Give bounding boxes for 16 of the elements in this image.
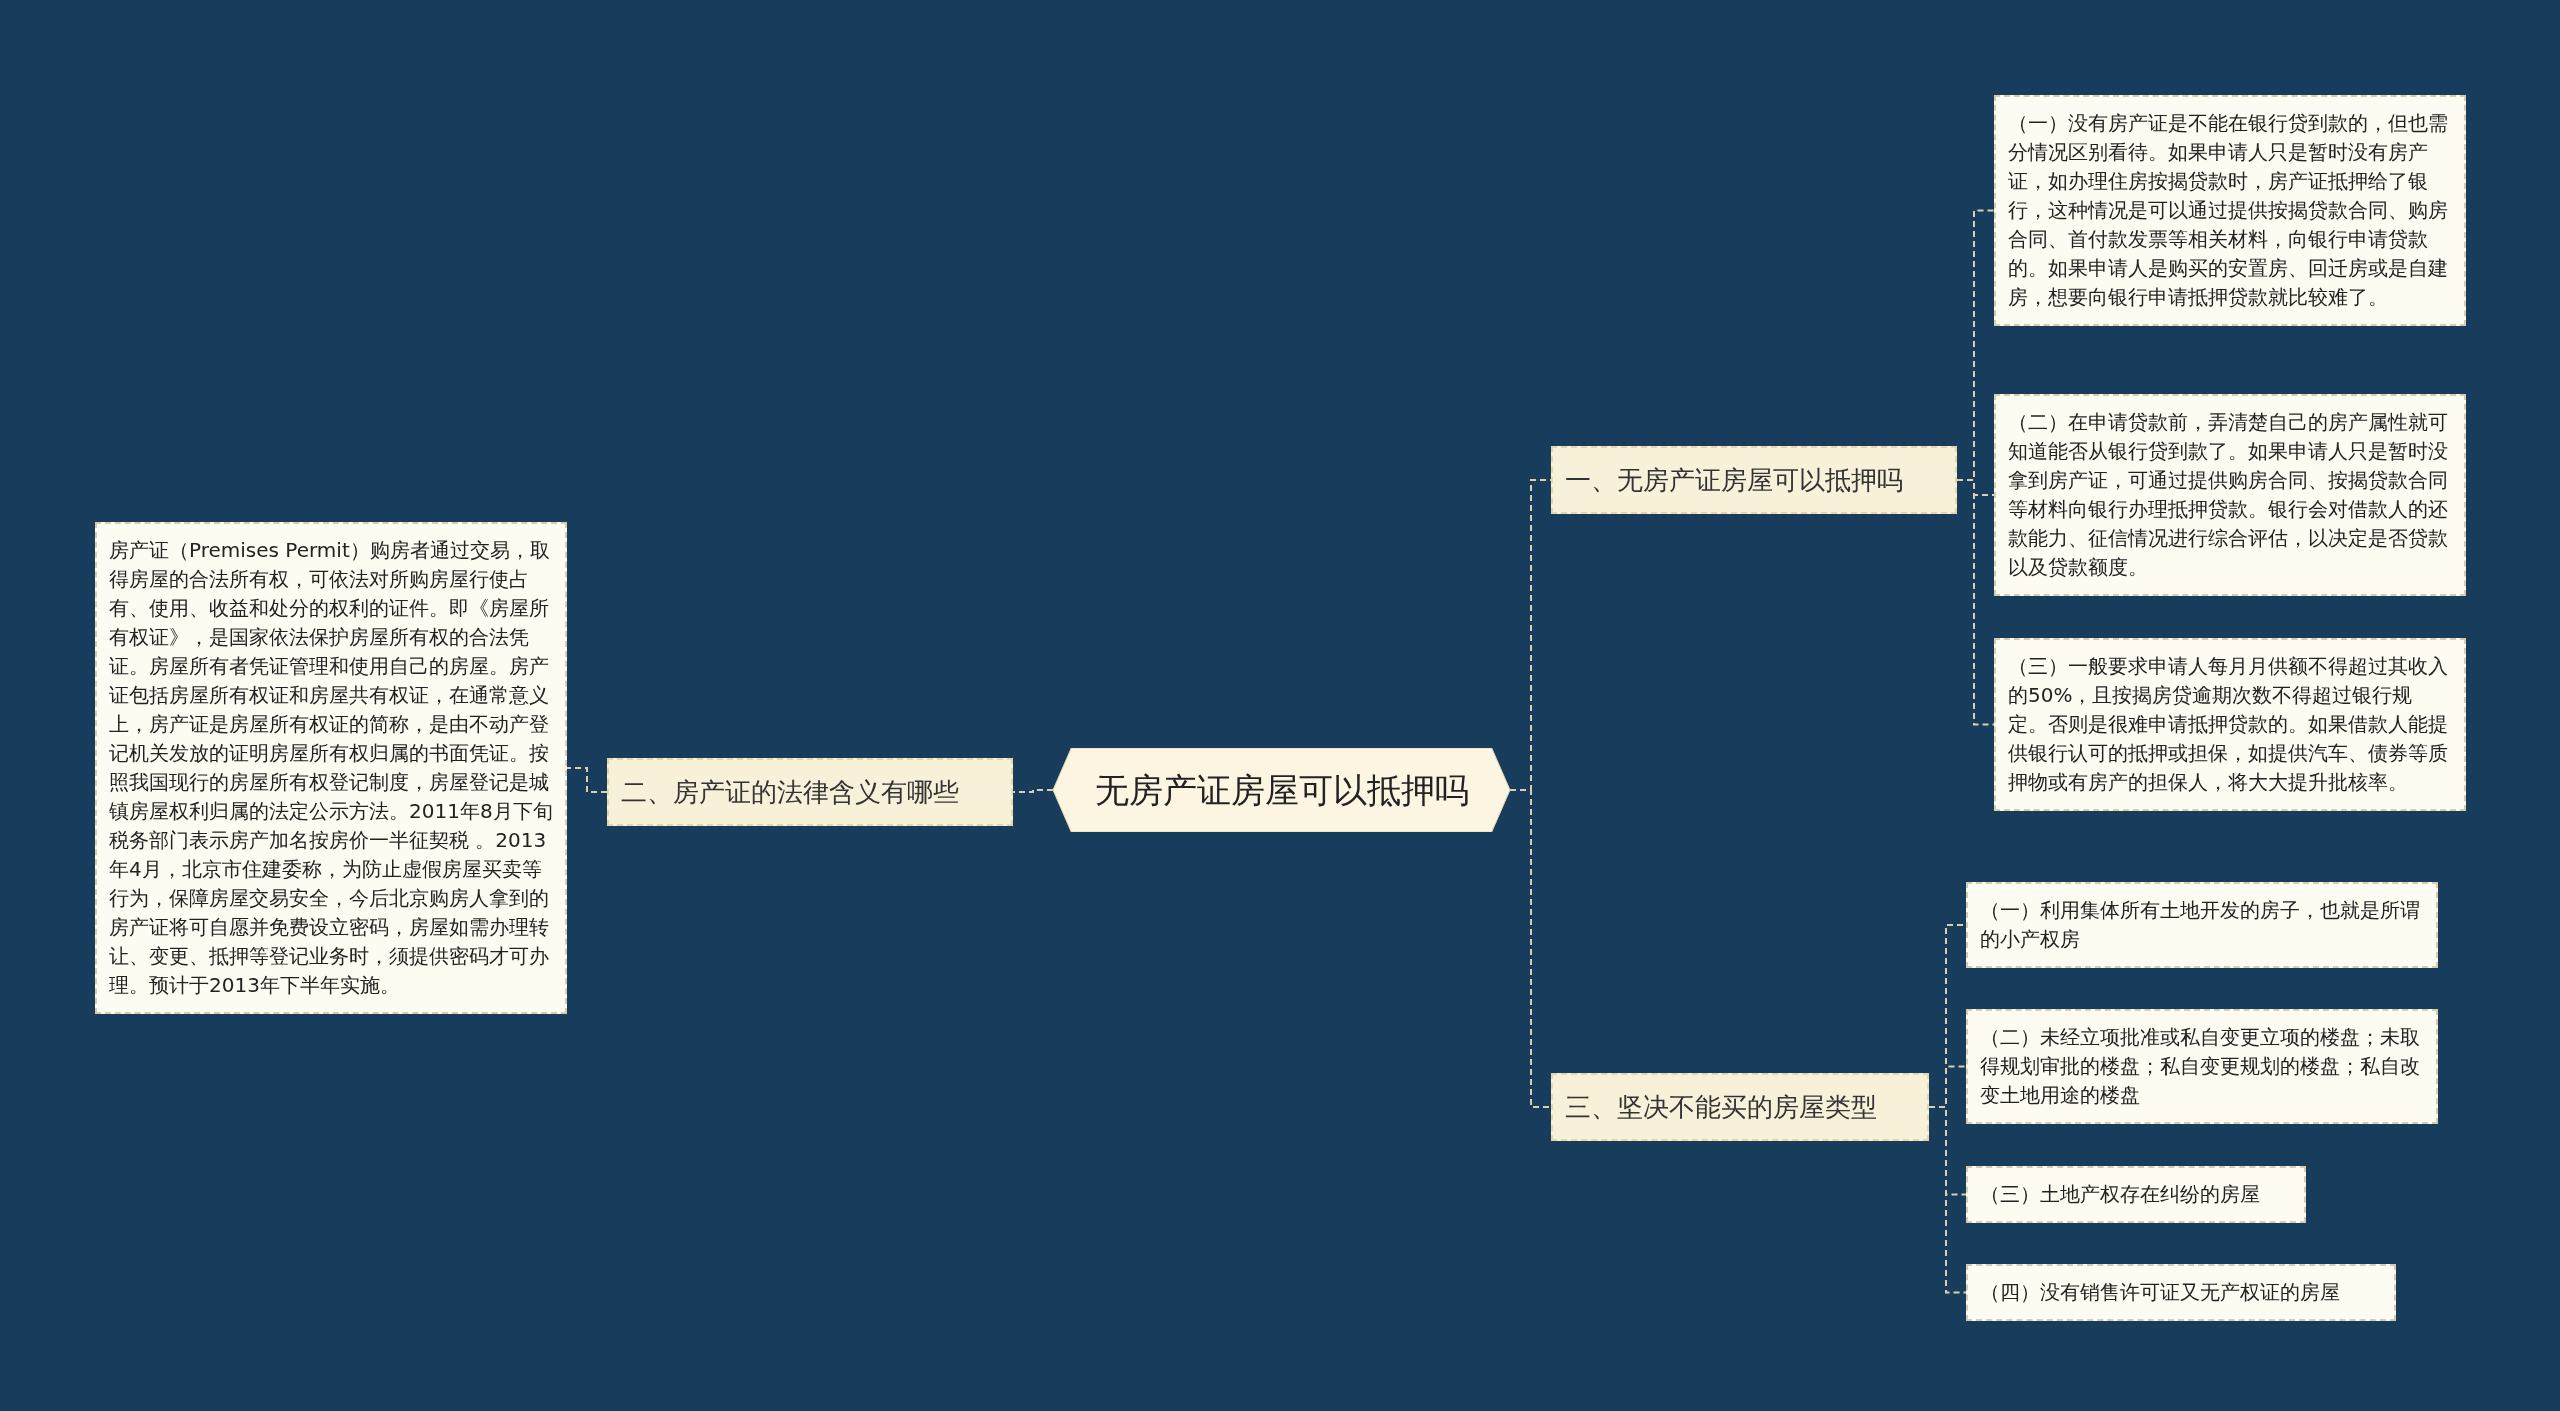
- connector-line: [1956, 479, 1995, 726]
- connector-line: [1928, 1106, 1967, 1294]
- detail-note: （一）利用集体所有土地开发的房子，也就是所谓的小产权房: [1966, 882, 2438, 968]
- detail-note: （三）土地产权存在纠纷的房屋: [1966, 1166, 2306, 1223]
- detail-note: （三）一般要求申请人每月月供额不得超过其收入的50%，且按揭房贷逾期次数不得超过银行规定。否则是很难申请抵押贷款的。如果借款人能提供银行认可的抵押或担保，如提供汽车、债券等质押物或有房产的担保人，将大大提升批核率。: [1994, 638, 2466, 811]
- connector-line: [566, 767, 608, 793]
- detail-note: （二）未经立项批准或私自变更立项的楼盘；未取得规划审批的楼盘；私自变更规划的楼盘；私自改变土地用途的楼盘: [1966, 1009, 2438, 1124]
- branch-topic: 三、坚决不能买的房屋类型: [1551, 1073, 1929, 1141]
- connector-line: [1509, 789, 1552, 1108]
- detail-note: （一）没有房产证是不能在银行贷到款的，但也需分情况区别看待。如果申请人只是暂时没有房产证，如办理住房按揭贷款时，房产证抵押给了银行，这种情况是可以通过提供按揭贷款合同、购房合同、首付款发票等相关材料，向银行申请贷款的。如果申请人是购买的安置房、回迁房或是自建房，想要向银行申请抵押贷款就比较难了。: [1994, 95, 2466, 326]
- central-topic: 无房产证房屋可以抵押吗: [1053, 748, 1510, 832]
- detail-note: （二）在申请贷款前，弄清楚自己的房产属性就可知道能否从银行贷到款了。如果申请人只是暂时没拿到房产证，可通过提供购房合同、按揭贷款合同等材料向银行办理抵押贷款。银行会对借款人的还款能力、征信情况进行综合评估，以决定是否贷款以及贷款额度。: [1994, 394, 2466, 596]
- branch-topic: 一、无房产证房屋可以抵押吗: [1551, 446, 1957, 514]
- detail-note: 房产证（Premises Permit）购房者通过交易，取得房屋的合法所有权，可依法对所购房屋行使占有、使用、收益和处分的权利的证件。即《房屋所有权证》，是国家依法保护房屋所有权的合法凭证。房屋所有者凭证管理和使用自己的房屋。房产证包括房屋所有权证和房屋共有权证，在通常意义上，房产证是房屋所有权证的简称，是由不动产登记机关发放的证明房屋所有权归属的书面凭证。按照我国现行的房屋所有权登记制度，房屋登记是城镇房屋权利归属的法定公示方法。2011年8月下旬税务部门表示房产加名按房价一半征契税 。2013年4月，北京市住建委称，为防止虚假房屋买卖等行为，保障房屋交易安全，今后北京购房人拿到的房产证将可自愿并免费设立密码，房屋如需办理转让、变更、抵押等登记业务时，须提供密码才可办理。预计于2013年下半年实施。: [95, 522, 567, 1014]
- detail-note: （四）没有销售许可证又无产权证的房屋: [1966, 1264, 2396, 1321]
- branch-topic: 二、房产证的法律含义有哪些: [607, 758, 1013, 826]
